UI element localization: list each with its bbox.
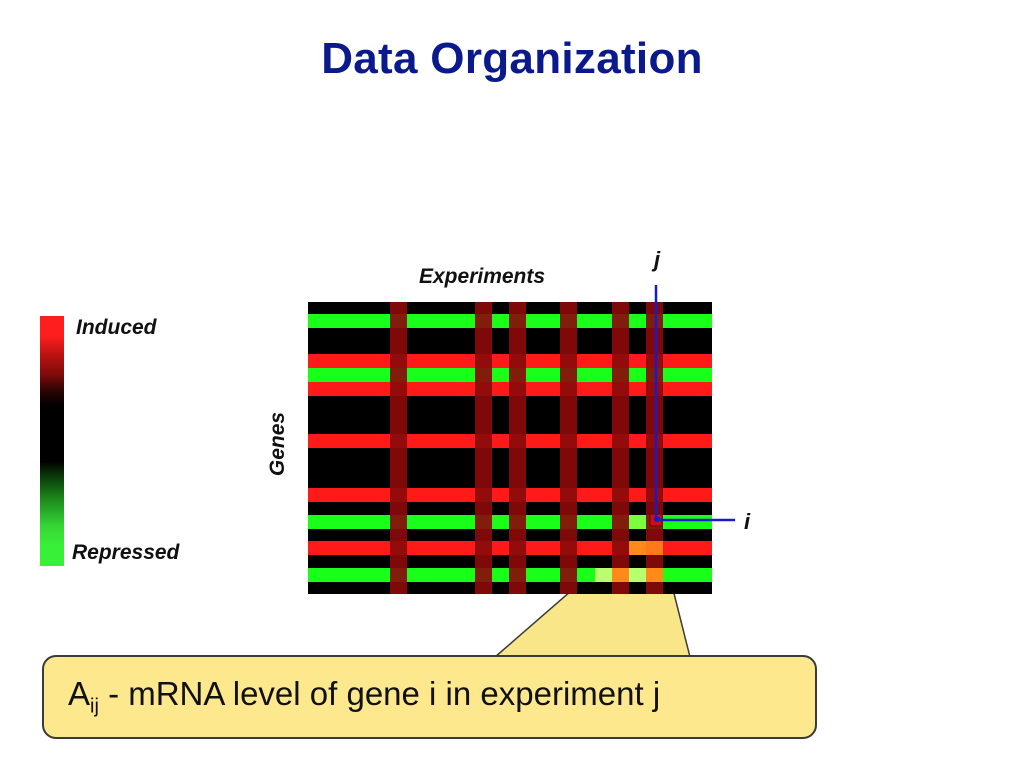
highlight-cell (629, 568, 646, 582)
experiments-axis-label: Experiments (419, 265, 546, 288)
pointer-intersection (654, 516, 660, 522)
highlight-cell (629, 541, 646, 555)
highlight-cell (595, 568, 612, 582)
experiment-column (475, 302, 492, 594)
color-scale-bar (40, 316, 64, 566)
genes-axis-label: Genes (266, 411, 290, 477)
callout-description: - mRNA level of gene i in experiment j (108, 675, 661, 712)
callout-subscript: ij (90, 695, 99, 718)
callout-text: Aij - mRNA level of gene i in experiment… (68, 675, 660, 719)
highlight-cell (646, 568, 663, 582)
highlight-cell (612, 568, 629, 582)
column-index-label: j (654, 247, 661, 272)
legend-repressed-label: Repressed (72, 541, 180, 564)
experiment-column (560, 302, 577, 594)
highlight-cell (629, 515, 646, 529)
row-index-label: i (744, 509, 751, 534)
experiment-column (612, 302, 629, 594)
legend-induced-label: Induced (76, 316, 157, 339)
callout-symbol: A (68, 675, 91, 712)
highlight-cell (646, 541, 663, 555)
experiment-column (390, 302, 407, 594)
slide-title: Data Organization (321, 34, 703, 83)
expression-matrix (308, 302, 712, 594)
callout-box: Aij - mRNA level of gene i in experiment… (42, 655, 817, 739)
experiment-column (509, 302, 526, 594)
